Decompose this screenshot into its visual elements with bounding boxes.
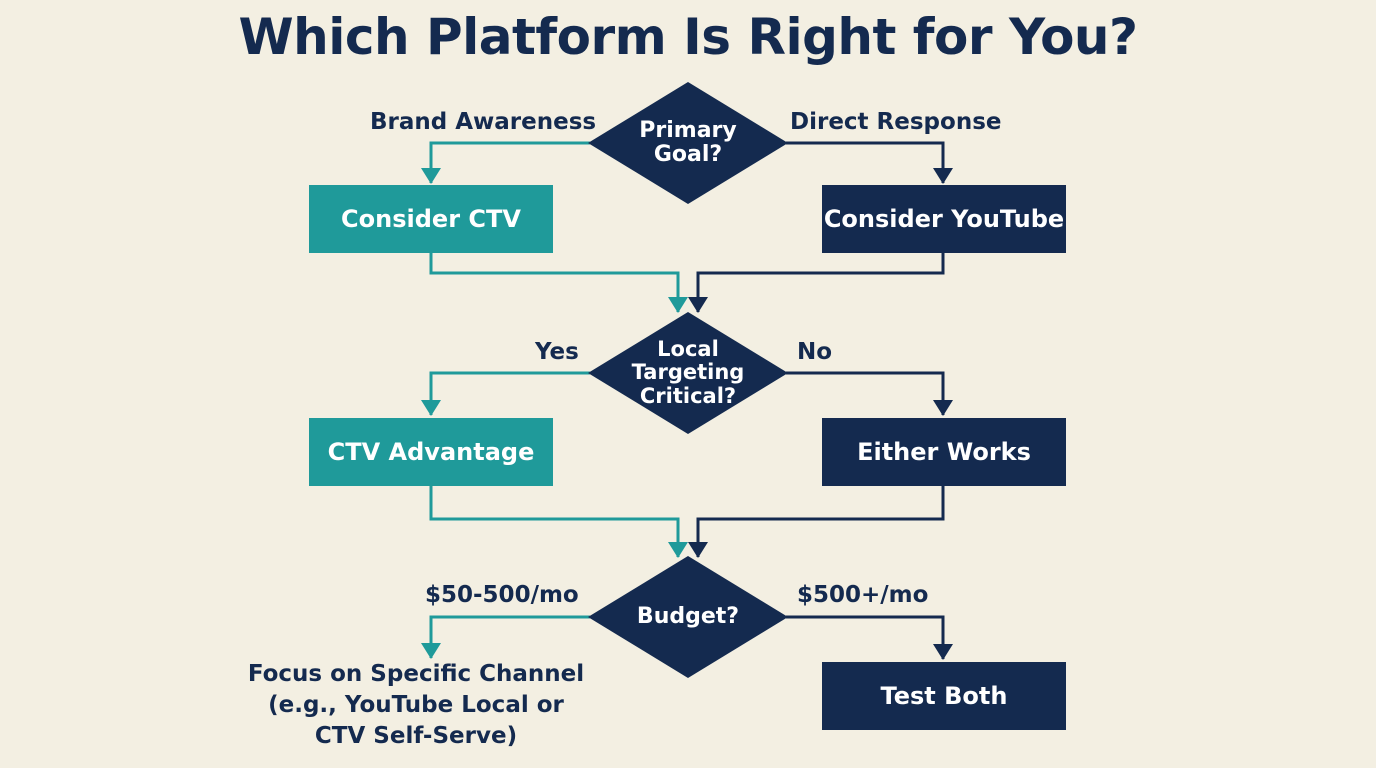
label-brand-awareness: Brand Awareness bbox=[370, 109, 597, 135]
decision-diamond-primary-goal bbox=[588, 82, 788, 204]
arrow-yes bbox=[429, 371, 590, 415]
arrow-high-budget bbox=[786, 615, 945, 659]
arrow-direct-response bbox=[786, 141, 945, 183]
arrow-ctv-to-local bbox=[429, 252, 680, 312]
arrow-advantage-to-budget bbox=[429, 486, 680, 557]
arrow-either-to-budget bbox=[696, 486, 945, 557]
decision-budget-text: Budget? bbox=[636, 603, 740, 629]
outcome-consider-youtube: Consider YouTube bbox=[822, 185, 1066, 253]
outcome-ctv-advantage: CTV Advantage bbox=[309, 418, 553, 486]
arrow-low-budget bbox=[429, 615, 590, 658]
decision-diamond-budget bbox=[588, 556, 788, 678]
decision-diamond-local-targeting bbox=[588, 312, 788, 434]
outcome-consider-ctv: Consider CTV bbox=[309, 185, 553, 253]
arrow-brand-awareness bbox=[429, 141, 590, 183]
decision-primary-goal-text: Primary Goal? bbox=[639, 117, 737, 167]
arrow-no bbox=[786, 371, 945, 415]
page-title: Which Platform Is Right for You? bbox=[238, 8, 1138, 66]
decision-local-targeting-text: Local Targeting Critical? bbox=[631, 337, 745, 408]
outcome-either-works: Either Works bbox=[822, 418, 1066, 486]
outcome-test-both: Test Both bbox=[822, 662, 1066, 730]
outcome-focus-channel: Focus on Specific Channel (e.g., YouTube… bbox=[247, 661, 585, 750]
arrow-youtube-to-local bbox=[696, 252, 945, 312]
label-high-budget: $500+/mo bbox=[797, 582, 929, 608]
label-yes: Yes bbox=[535, 339, 579, 365]
label-direct-response: Direct Response bbox=[790, 109, 1002, 135]
label-no: No bbox=[797, 339, 833, 365]
label-low-budget: $50-500/mo bbox=[425, 582, 579, 608]
